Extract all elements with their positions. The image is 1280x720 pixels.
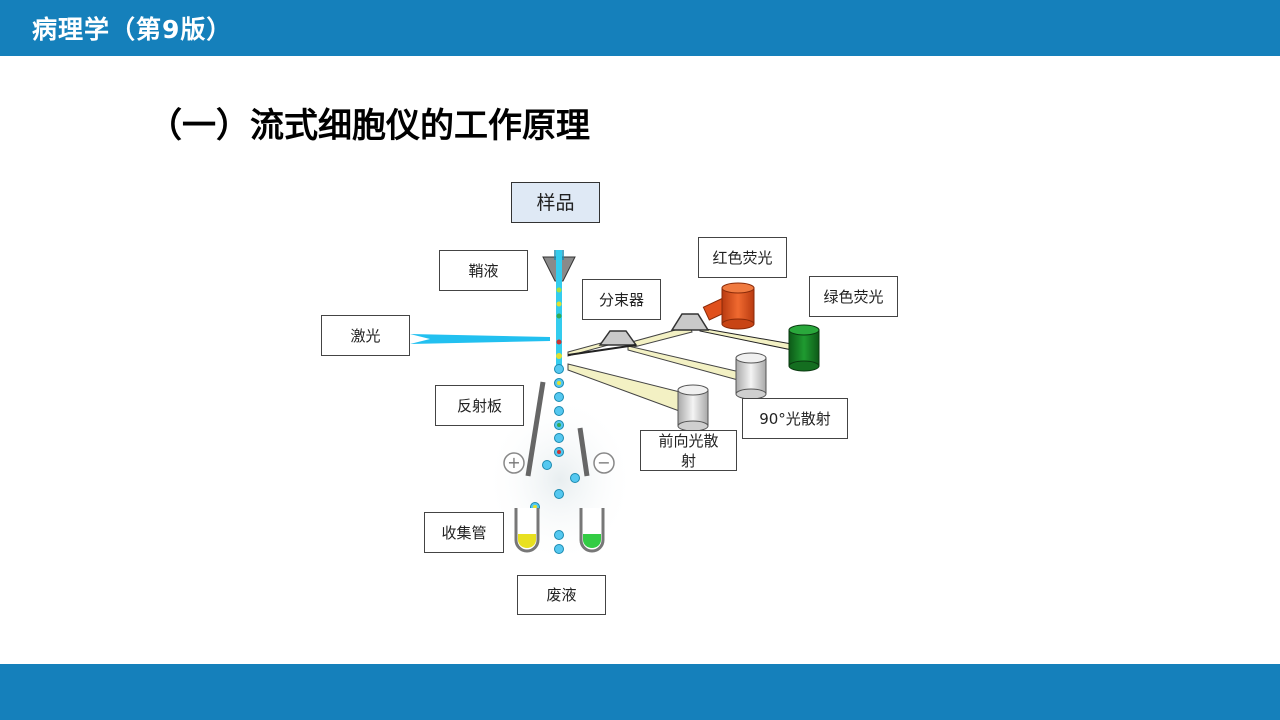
laser-beam — [410, 334, 550, 344]
beam-splitter-2 — [670, 313, 710, 331]
label-green-fluorescence: 绿色荧光 — [809, 276, 898, 317]
slide-heading: （一）流式细胞仪的工作原理 — [148, 106, 590, 146]
svg-text:+: + — [507, 453, 520, 472]
label-deflection-plate: 反射板 — [435, 385, 524, 426]
label-laser: 激光 — [321, 315, 410, 356]
label-waste: 废液 — [517, 575, 606, 615]
forward-scatter-detector-body — [677, 389, 709, 427]
side-scatter-detector-top — [735, 352, 767, 364]
negative-plate-symbol — [593, 452, 615, 474]
positive-plate-symbol — [503, 452, 525, 474]
header-bar: 病理学（第9版） — [0, 0, 1280, 56]
label-sheath-fluid: 鞘液 — [439, 250, 528, 291]
beam-splitter-1 — [598, 330, 638, 346]
green-detector-body — [788, 329, 820, 367]
deflection-plate-left — [525, 381, 546, 477]
svg-text:−: − — [597, 453, 610, 472]
side-scatter-detector-body — [735, 357, 767, 395]
footer-bar — [0, 664, 1280, 720]
green-detector-top — [788, 324, 820, 336]
beam-splitter-line — [567, 344, 637, 356]
course-title: 病理学（第9版） — [32, 15, 233, 44]
label-sample: 样品 — [511, 182, 600, 223]
forward-scatter-detector-top — [677, 384, 709, 396]
label-red-fluorescence: 红色荧光 — [698, 237, 787, 278]
red-detector-top — [721, 282, 755, 294]
beam-to-green — [699, 327, 793, 351]
label-collection-tube: 收集管 — [424, 512, 504, 553]
label-side-scatter: 90°光散射 — [742, 398, 848, 439]
label-forward-scatter: 前向光散射 — [640, 430, 737, 471]
beam-to-side-scatter — [627, 345, 741, 381]
deflection-plate-right — [577, 427, 590, 477]
label-beam-splitter: 分束器 — [582, 279, 661, 320]
